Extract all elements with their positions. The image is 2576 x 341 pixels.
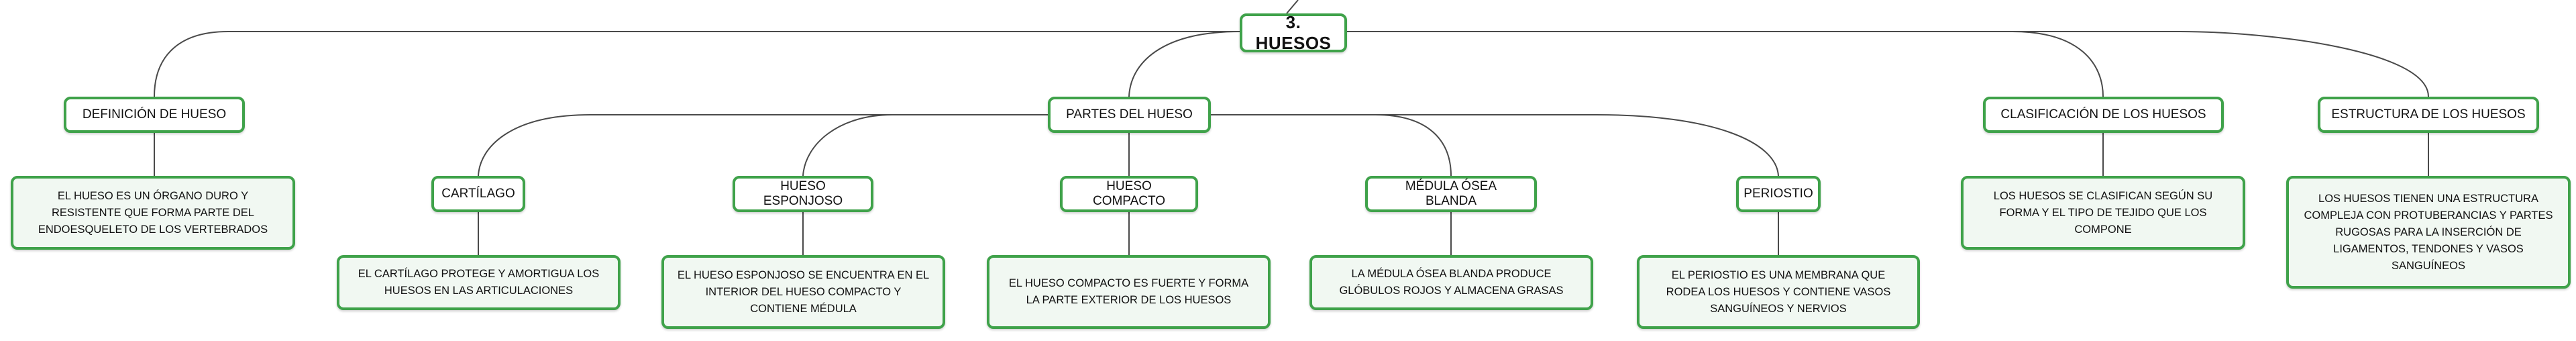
subtopic-periostio[interactable]: PERIOSTIO: [1736, 176, 1821, 212]
topic-structure[interactable]: ESTRUCTURA DE LOS HUESOS: [2318, 97, 2539, 133]
root-topic[interactable]: 3. HUESOS: [1240, 12, 1347, 53]
topic-definition-text[interactable]: EL HUESO ES UN ÓRGANO DURO Y RESISTENTE …: [11, 176, 295, 250]
topic-classification[interactable]: CLASIFICACIÓN DE LOS HUESOS: [1983, 97, 2224, 133]
connector-root-definition: [154, 31, 1240, 97]
connector-root-parent: [1286, 0, 1299, 14]
subtopic-hueso-compacto-text[interactable]: EL HUESO COMPACTO ES FUERTE Y FORMA LA P…: [987, 255, 1271, 329]
subtopic-hueso-esponjoso[interactable]: HUESO ESPONJOSO: [733, 176, 873, 212]
connector-root-structure: [1347, 31, 2429, 97]
topic-definition[interactable]: DEFINICIÓN DE HUESO: [64, 97, 245, 133]
subtopic-medula-osea-text[interactable]: LA MÉDULA ÓSEA BLANDA PRODUCE GLÓBULOS R…: [1309, 255, 1593, 310]
connector-parts-medula: [1211, 114, 1452, 177]
subtopic-medula-osea[interactable]: MÉDULA ÓSEA BLANDA: [1365, 176, 1537, 212]
subtopic-hueso-compacto[interactable]: HUESO COMPACTO: [1060, 176, 1198, 212]
topic-parts[interactable]: PARTES DEL HUESO: [1048, 97, 1211, 133]
topic-structure-text[interactable]: LOS HUESOS TIENEN UNA ESTRUCTURA COMPLEJ…: [2286, 176, 2571, 289]
subtopic-hueso-esponjoso-text[interactable]: EL HUESO ESPONJOSO SE ENCUENTRA EN EL IN…: [661, 255, 945, 329]
connector-root-classification: [1347, 31, 2104, 97]
connector-parts-esponjoso: [802, 114, 1048, 177]
connector-parts-cartilago: [478, 114, 1048, 177]
subtopic-periostio-text[interactable]: EL PERIOSTIO ES UNA MEMBRANA QUE RODEA L…: [1637, 255, 1920, 329]
connector-parts-periostio: [1211, 114, 1779, 177]
topic-classification-text[interactable]: LOS HUESOS SE CLASIFICAN SEGÚN SU FORMA …: [1961, 176, 2245, 250]
subtopic-cartilago[interactable]: CARTÍLAGO: [431, 176, 525, 212]
connector-root-parts: [1128, 31, 1240, 97]
subtopic-cartilago-text[interactable]: EL CARTÍLAGO PROTEGE Y AMORTIGUA LOS HUE…: [337, 255, 621, 310]
